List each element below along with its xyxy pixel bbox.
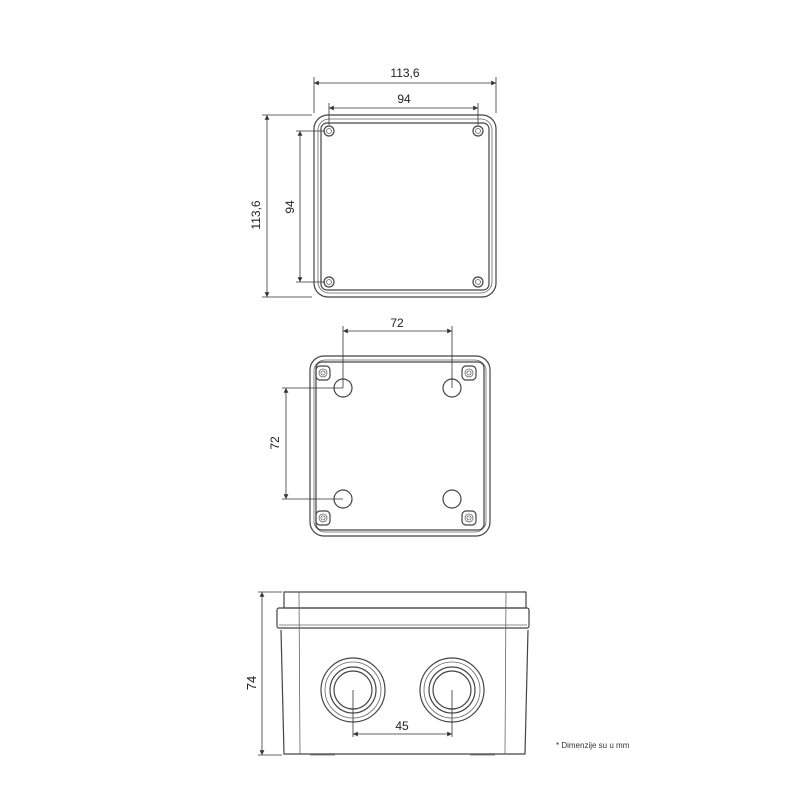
corner-screw-icons	[315, 365, 477, 526]
dim-top-height-inner: 94	[283, 200, 297, 214]
dim-gland-spacing: 45	[395, 719, 409, 733]
dim-top-width-inner: 94	[397, 92, 411, 106]
mounting-hole-icons	[333, 378, 462, 509]
dim-height: 74	[244, 676, 259, 690]
dim-hole-spacing-y: 72	[268, 436, 282, 450]
bottom-view: 72 72	[268, 316, 491, 537]
screw-icons	[323, 125, 484, 288]
top-view: 113,6 94 113,6 94	[249, 66, 497, 298]
dim-top-width-outer: 113,6	[390, 66, 419, 80]
cable-gland-icons	[320, 657, 485, 723]
dim-top-height-outer: 113,6	[249, 200, 263, 229]
side-view: 45 74	[244, 591, 530, 756]
dim-hole-spacing-x: 72	[390, 316, 404, 330]
units-note: * Dimenzije su u mm	[556, 741, 630, 750]
